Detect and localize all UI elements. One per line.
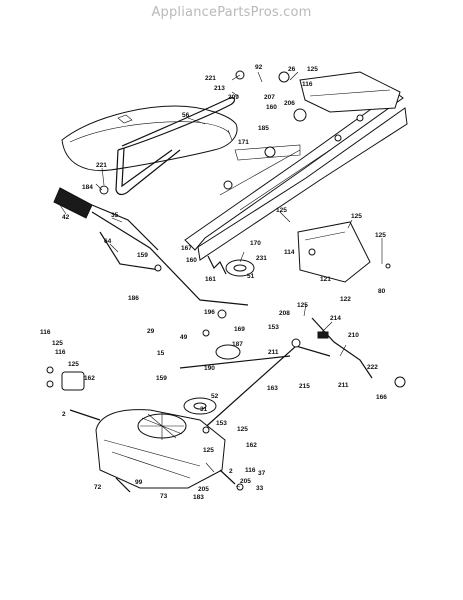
callout-205: 205 bbox=[240, 478, 251, 485]
callout-185: 185 bbox=[258, 125, 269, 132]
callout-15: 15 bbox=[157, 350, 165, 357]
transmission bbox=[69, 409, 236, 489]
callout-125: 125 bbox=[307, 66, 318, 73]
callout-92: 92 bbox=[255, 64, 263, 71]
callout-116b: 116 bbox=[40, 329, 51, 336]
callout-205b: 205 bbox=[198, 486, 209, 493]
callout-186: 186 bbox=[128, 295, 139, 302]
callout-33: 33 bbox=[256, 485, 264, 492]
callout-114: 114 bbox=[284, 249, 295, 256]
callout-171: 171 bbox=[238, 139, 249, 146]
callout-162: 162 bbox=[84, 375, 95, 382]
callout-2: 2 bbox=[62, 411, 66, 418]
pedal-assembly bbox=[179, 317, 373, 433]
leader-lines bbox=[59, 71, 383, 488]
watermark: AppliancePartsPros.com bbox=[151, 5, 312, 20]
callout-122: 122 bbox=[340, 296, 351, 303]
callout-31: 31 bbox=[200, 406, 208, 413]
callout-153b: 153 bbox=[216, 420, 227, 427]
callout-121: 121 bbox=[320, 276, 331, 283]
callout-125d: 125 bbox=[375, 232, 386, 239]
callout-125b: 125 bbox=[276, 207, 287, 214]
callout-116d: 116 bbox=[245, 467, 256, 474]
callout-116c: 116 bbox=[55, 349, 66, 356]
callout-64: 64 bbox=[104, 238, 112, 245]
callout-170: 170 bbox=[250, 240, 261, 247]
callout-211: 211 bbox=[268, 349, 279, 356]
callout-116: 116 bbox=[302, 81, 313, 88]
callout-72: 72 bbox=[94, 484, 102, 491]
callout-29: 29 bbox=[147, 328, 155, 335]
callouts: 92 26 125 221 213 209 207 116 160 206 18… bbox=[40, 64, 387, 501]
callout-160b: 160 bbox=[186, 257, 197, 264]
callout-99: 99 bbox=[135, 479, 143, 486]
callout-73: 73 bbox=[160, 493, 168, 500]
callout-125g: 125 bbox=[68, 361, 79, 368]
callout-37: 37 bbox=[258, 470, 266, 477]
callout-2b: 2 bbox=[229, 468, 233, 475]
callout-213: 213 bbox=[214, 85, 225, 92]
callout-183: 183 bbox=[193, 494, 204, 501]
mounting-bracket bbox=[297, 221, 371, 283]
callout-169: 169 bbox=[234, 326, 245, 333]
steering-column bbox=[53, 187, 249, 306]
callout-210: 210 bbox=[348, 332, 359, 339]
callout-42: 42 bbox=[62, 214, 70, 221]
callout-162b: 162 bbox=[246, 442, 257, 449]
callout-26: 26 bbox=[288, 66, 296, 73]
callout-190: 190 bbox=[204, 365, 215, 372]
callout-222: 222 bbox=[367, 364, 378, 371]
callout-125h: 125 bbox=[237, 426, 248, 433]
callout-125c: 125 bbox=[351, 213, 362, 220]
callout-159: 159 bbox=[137, 252, 148, 259]
callout-163: 163 bbox=[267, 385, 278, 392]
seat bbox=[61, 105, 238, 172]
callout-159b: 159 bbox=[156, 375, 167, 382]
callout-161: 161 bbox=[205, 276, 216, 283]
callout-49: 49 bbox=[180, 334, 188, 341]
callout-35: 35 bbox=[111, 212, 119, 219]
callout-196: 196 bbox=[204, 309, 215, 316]
callout-153: 153 bbox=[268, 324, 279, 331]
callout-160: 160 bbox=[266, 104, 277, 111]
callout-80: 80 bbox=[378, 288, 386, 295]
callout-221: 221 bbox=[205, 75, 216, 82]
callout-206: 206 bbox=[284, 100, 295, 107]
hardware bbox=[46, 70, 406, 493]
callout-125f: 125 bbox=[52, 340, 63, 347]
callout-209: 209 bbox=[228, 94, 239, 101]
callout-215: 215 bbox=[299, 383, 310, 390]
pulleys bbox=[183, 259, 255, 415]
callout-125i: 125 bbox=[203, 447, 214, 454]
callout-166: 166 bbox=[376, 394, 387, 401]
callout-187: 187 bbox=[232, 341, 243, 348]
callout-125e: 125 bbox=[297, 302, 308, 309]
callout-207: 207 bbox=[264, 94, 275, 101]
callout-208: 208 bbox=[279, 310, 290, 317]
frame bbox=[184, 71, 408, 261]
callout-184: 184 bbox=[82, 184, 93, 191]
callout-221b: 221 bbox=[96, 162, 107, 169]
belt bbox=[115, 97, 236, 196]
callout-214: 214 bbox=[330, 315, 341, 322]
callout-211b: 211 bbox=[338, 382, 349, 389]
callout-56: 56 bbox=[182, 112, 190, 119]
callout-52: 52 bbox=[211, 393, 219, 400]
callout-167: 167 bbox=[181, 245, 192, 252]
callout-231: 231 bbox=[256, 255, 267, 262]
callout-51: 51 bbox=[247, 273, 255, 280]
